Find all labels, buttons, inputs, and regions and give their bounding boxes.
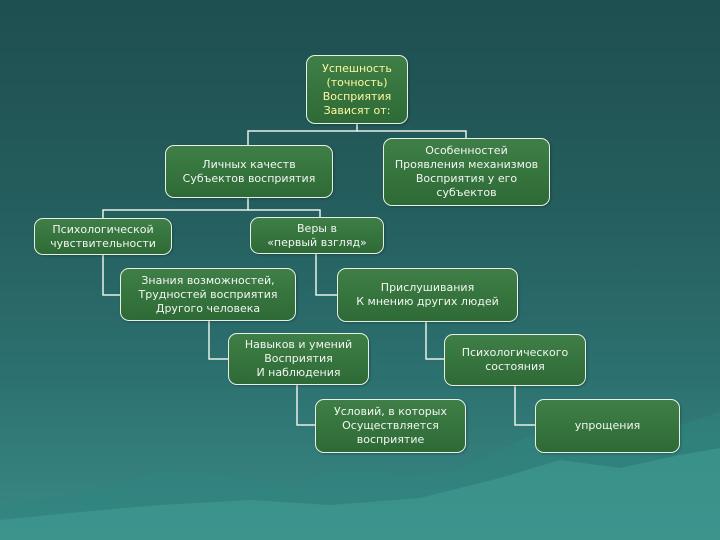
- simplification-box: упрощения: [535, 399, 680, 453]
- knowledge-box: Знания возможностей, Трудностей восприят…: [120, 268, 296, 321]
- first-glance-box: Веры в «первый взгляд»: [250, 217, 384, 254]
- features-box: Особенностей Проявления механизмов Воспр…: [383, 138, 550, 206]
- listening-box: Прислушивания К мнению других людей: [337, 268, 518, 322]
- conditions-box: Условий, в которых Осуществляется воспри…: [315, 399, 466, 453]
- personal-qualities-box: Личных качеств Субъектов восприятия: [165, 145, 333, 198]
- root-box: Успешность (точность) Восприятия Зависят…: [306, 55, 408, 124]
- skills-box: Навыков и умений Восприятия И наблюдения: [228, 333, 369, 385]
- psych-state-box: Психологического состояния: [444, 334, 586, 386]
- sensitivity-box: Психологической чувствительности: [34, 218, 172, 255]
